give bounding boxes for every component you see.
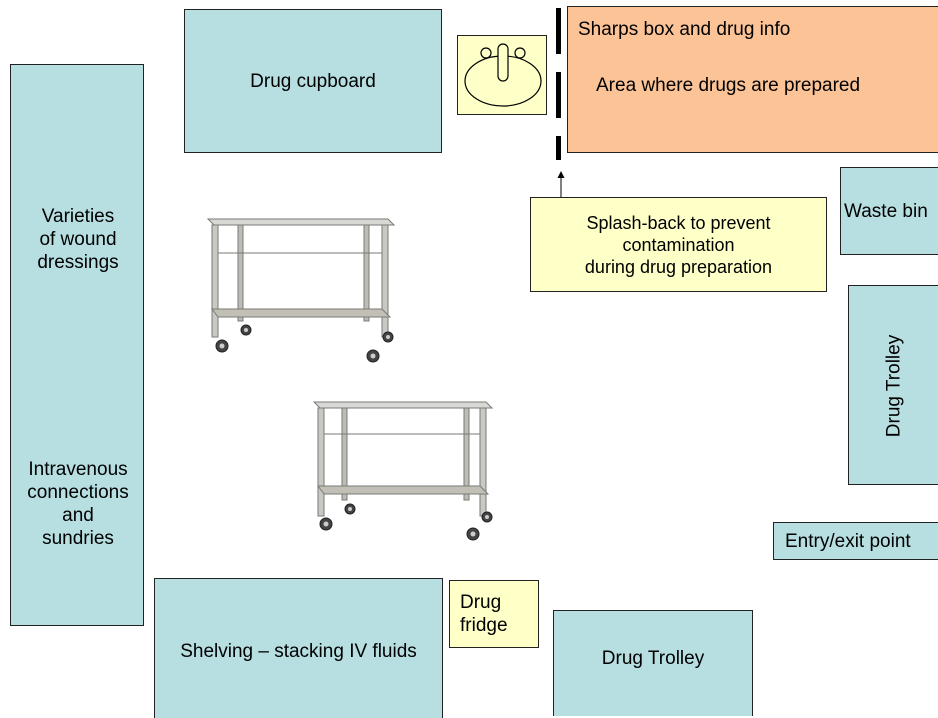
splash-back-segment <box>556 72 561 118</box>
splash-back-note: Splash-back to prevent contamination dur… <box>530 197 827 292</box>
drug-trolley-right: Drug Trolley <box>848 285 938 485</box>
entry-exit-label: Entry/exit point <box>785 530 911 552</box>
splash-back-segment <box>556 136 561 160</box>
sink <box>457 35 547 115</box>
drug-fridge: Drug fridge <box>449 580 539 648</box>
drug-preparation-area: Sharps box and drug info Area where drug… <box>567 6 938 153</box>
entry-exit-point: Entry/exit point <box>773 522 938 560</box>
drug-trolley-bottom-label: Drug Trolley <box>601 648 705 669</box>
sharps-box-label: Sharps box and drug info <box>578 19 791 40</box>
trolley-icon <box>206 218 396 363</box>
sink-icon <box>464 43 542 107</box>
wound-dressings-shelf: Varieties of wound dressings Intravenous… <box>10 64 144 626</box>
drug-cupboard: Drug cupboard <box>184 9 442 153</box>
trolley-icon <box>312 401 494 541</box>
drug-cupboard-label: Drug cupboard <box>250 70 376 92</box>
splash-back-segment <box>556 8 561 54</box>
drug-trolley-bottom: Drug Trolley <box>553 610 753 716</box>
iv-fluids-shelving: Shelving – stacking IV fluids <box>154 578 443 718</box>
waste-bin-label: Waste bin <box>844 200 928 222</box>
drug-trolley-right-label: Drug Trolley <box>883 334 905 438</box>
wound-dressings-label: Varieties of wound dressings <box>37 206 119 273</box>
iv-fluids-shelving-label: Shelving – stacking IV fluids <box>180 640 417 662</box>
preparation-area-label: Area where drugs are prepared <box>596 75 861 96</box>
splash-back-arrow <box>557 171 565 197</box>
waste-bin: Waste bin <box>840 167 938 255</box>
iv-connections-label: Intravenous connections and sundries <box>27 459 129 549</box>
